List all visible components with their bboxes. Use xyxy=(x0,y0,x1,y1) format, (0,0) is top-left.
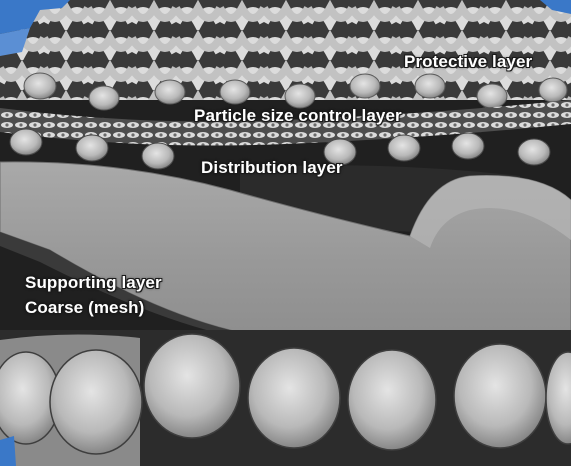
supporting-layer-label: Supporting layer xyxy=(25,273,162,293)
particle-size-control-layer-label: Particle size control layer xyxy=(194,106,402,126)
coarse-mesh-label: Coarse (mesh) xyxy=(25,298,144,318)
protective-layer-label: Protective layer xyxy=(404,52,532,72)
distribution-layer-label: Distribution layer xyxy=(201,158,343,178)
